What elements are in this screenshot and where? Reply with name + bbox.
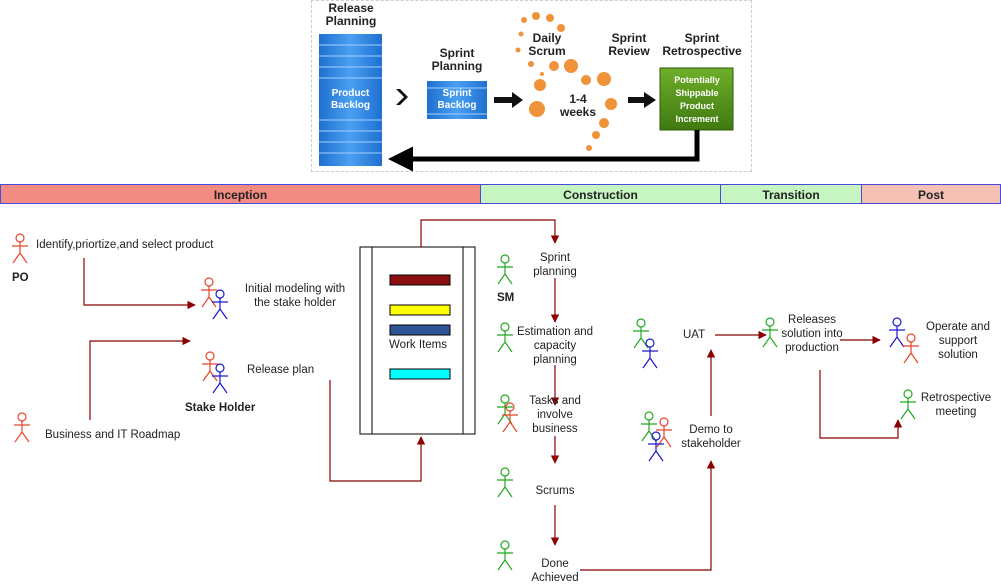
feedback-loop-arrow [388,130,700,172]
sprint-backlog-label: Sprint Backlog [437,88,477,111]
team-actor-icon [497,394,513,425]
team-actor-icon [497,467,513,498]
daily-scrum-label: Daily Scrum [528,31,566,58]
team-actor-icon [502,402,518,433]
work-item-blue [389,324,451,336]
operate-actor-icon [903,333,919,364]
demo-actor-icon [656,417,672,448]
initial-modeling-label: Initial modeling with the stake holder [244,283,346,309]
arrow-release-plan-to-board [329,380,426,482]
phase-post: Post [861,184,1001,204]
stake-holder-label: Stake Holder [185,402,256,414]
arrow-po-to-modeling [83,258,196,310]
demo-label: Demo to stakeholder [681,424,741,450]
retrospective-label: Retrospective meeting [920,392,992,418]
duration-label: 1-4 weeks [559,92,597,119]
work-items-label: Work Items [389,339,447,351]
sprint-planning-label: Sprint planning [533,252,577,278]
retrospective-actor-icon [900,389,916,420]
stakeholder-actor-icon [212,289,228,320]
uat-label: UAT [683,329,706,341]
release-planning-label: Release Planning [325,1,377,28]
sprint-retrospective-label: Sprint Retrospective [662,31,742,58]
work-items-board [359,246,476,435]
arrow-release-to-retrospective [819,370,903,439]
sprint-review-label: Sprint Review [608,31,650,58]
team-actor-icon [497,540,513,571]
demo-actor-icon [648,431,664,462]
tasks-label: Tasks and involve business [529,395,581,435]
done-label: Done Achieved [531,558,579,584]
increment-box [659,67,734,131]
release-plan-label: Release plan [247,364,315,376]
business-actor-icon [14,412,30,443]
right-arrow-icon [628,92,656,108]
roadmap-label: Business and IT Roadmap [45,429,181,441]
team-actor-icon [497,322,513,353]
stakeholder-actor-icon [202,351,218,382]
releases-label: Releases solution into production [781,314,843,354]
uat-actor-icon [642,338,658,369]
operate-label: Operate and support solution [926,321,990,361]
estimation-label: Estimation and capacity planning [516,326,594,366]
demo-actor-icon [641,411,657,442]
stakeholder-actor-icon [212,363,228,394]
daily-scrum-cycle [515,12,617,151]
stakeholder-actor-icon [201,277,217,308]
work-item-cyan [389,368,451,380]
arrow-done-to-demo [580,460,716,571]
operate-actor-icon [889,317,905,348]
arrow-roadmap-to-modeling [89,336,191,420]
sprint-planning-header: Sprint Planning [431,46,483,73]
phase-transition: Transition [720,184,862,204]
identify-label: Identify,priortize,and select product [36,239,214,251]
release-actor-icon [762,317,778,348]
work-item-red [389,274,451,286]
po-label: PO [12,272,29,284]
work-item-yellow [389,304,451,316]
arrow-board-to-sprint-planning [420,219,560,247]
right-arrow-icon [494,92,523,108]
product-backlog-stack [319,34,382,166]
sm-actor-icon [497,254,513,285]
phase-inception: Inception [0,184,481,204]
product-backlog-label: Product Backlog [331,88,370,111]
phase-construction: Construction [480,184,721,204]
increment-label: Potentially Shippable Product Increment [674,75,720,124]
scrums-label: Scrums [535,485,575,497]
sm-label: SM [497,292,515,304]
sprint-backlog-stack [427,81,487,119]
po-actor-icon [12,233,28,264]
uat-actor-icon [633,318,649,349]
right-chevron-icon [396,89,408,105]
